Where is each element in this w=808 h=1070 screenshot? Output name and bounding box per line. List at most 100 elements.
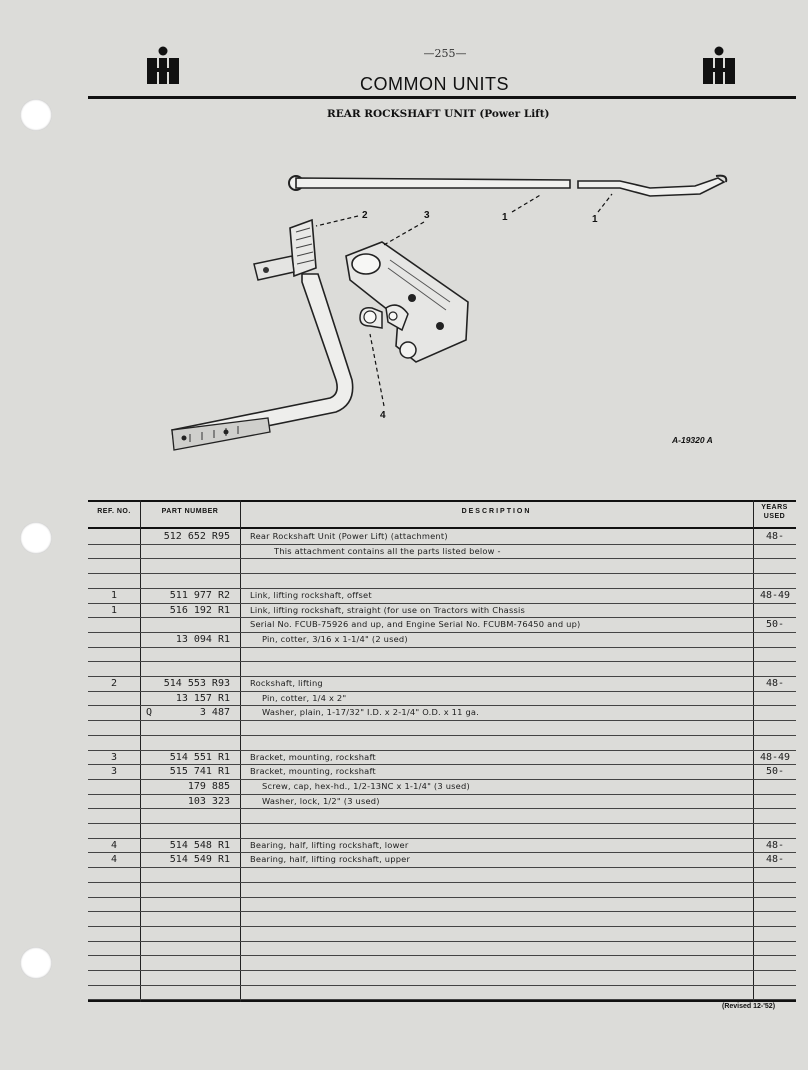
row-part-number: 3 487 bbox=[199, 707, 230, 719]
ih-logo-right-icon bbox=[703, 46, 735, 84]
row-rule bbox=[88, 925, 796, 927]
row-rule bbox=[88, 955, 796, 957]
row-ref-no: 4 bbox=[110, 854, 118, 866]
row-rule bbox=[88, 764, 796, 766]
row-years-used: 48- bbox=[765, 678, 785, 689]
row-part-number: 515 741 R1 bbox=[169, 766, 230, 778]
row-part-number: 516 192 R1 bbox=[169, 604, 230, 616]
row-rule bbox=[88, 852, 796, 854]
row-part-number: 511 977 R2 bbox=[169, 589, 230, 601]
row-description: This attachment contains all the parts l… bbox=[274, 545, 501, 556]
row-part-number: 13 094 R1 bbox=[175, 633, 230, 645]
row-rule bbox=[88, 602, 796, 604]
row-rule bbox=[88, 896, 796, 898]
row-rule bbox=[88, 867, 796, 869]
row-description: Washer, lock, 1/2" (3 used) bbox=[262, 795, 380, 806]
header-used: USED bbox=[763, 513, 786, 520]
row-ref-no: 3 bbox=[110, 766, 118, 778]
figure-reference: A-19320 A bbox=[672, 435, 713, 445]
callout-3: 3 bbox=[424, 210, 430, 221]
revision-note: (Revised 12-'52) bbox=[722, 1003, 776, 1010]
callout-2: 2 bbox=[362, 210, 368, 221]
row-rule bbox=[88, 661, 796, 663]
row-rule bbox=[88, 720, 796, 722]
row-description: Screw, cap, hex-hd., 1/2-13NC x 1-1/4" (… bbox=[262, 780, 470, 791]
row-years-used: 48-49 bbox=[759, 751, 791, 763]
row-years-used: 50- bbox=[765, 766, 785, 778]
row-part-number: 179 885 bbox=[187, 780, 230, 792]
row-rule bbox=[88, 543, 796, 545]
row-rule bbox=[88, 690, 796, 692]
row-part-number: 103 323 bbox=[187, 795, 230, 807]
row-rule bbox=[88, 793, 796, 795]
lifting-rockshaft bbox=[171, 218, 354, 451]
ih-logo-left-icon bbox=[147, 46, 179, 84]
row-rule bbox=[88, 823, 796, 824]
row-description: Serial No. FCUB-75926 and up, and Engine… bbox=[250, 619, 581, 630]
rockshaft-illustration: 1 1 2 3 4 bbox=[171, 174, 728, 451]
header-ref-no: REF. NO. bbox=[97, 508, 131, 515]
row-ref-no: 3 bbox=[110, 751, 118, 763]
row-rule bbox=[88, 778, 796, 780]
row-rule bbox=[88, 999, 796, 1001]
page-number: —255— bbox=[423, 47, 467, 60]
row-rule bbox=[88, 587, 796, 589]
row-ref-no: 1 bbox=[110, 604, 118, 616]
row-part-number: 514 549 R1 bbox=[169, 854, 230, 866]
row-description: Pin, cotter, 1/4 x 2" bbox=[262, 692, 347, 703]
row-description: Rockshaft, lifting bbox=[250, 678, 323, 688]
row-rule bbox=[88, 617, 796, 619]
row-description: Washer, plain, 1-17/32" I.D. x 2-1/4" O.… bbox=[262, 707, 480, 718]
callout-leaders bbox=[315, 193, 613, 407]
binder-hole-top bbox=[20, 99, 52, 131]
row-description: Bracket, mounting, rockshaft bbox=[250, 766, 376, 777]
row-rule bbox=[88, 970, 796, 971]
row-rule bbox=[88, 734, 796, 736]
row-ref-no: 2 bbox=[110, 678, 118, 689]
row-description: Rear Rockshaft Unit (Power Lift) (attach… bbox=[250, 531, 448, 541]
column-divider-ref bbox=[140, 500, 141, 1002]
header-description: DESCRIPTION bbox=[461, 508, 532, 515]
row-years-used: 48- bbox=[765, 531, 785, 542]
half-bearings bbox=[359, 304, 409, 332]
row-rule bbox=[88, 631, 796, 633]
row-years-used: 48-49 bbox=[759, 589, 791, 601]
row-part-number: 514 553 R93 bbox=[163, 678, 230, 689]
page-title: COMMON UNITS bbox=[360, 74, 509, 94]
row-description: Bearing, half, lifting rockshaft, lower bbox=[250, 839, 409, 850]
callout-4: 4 bbox=[380, 410, 386, 421]
table-top-rule bbox=[88, 500, 796, 502]
row-rule bbox=[88, 676, 796, 677]
row-rule bbox=[88, 749, 796, 751]
row-years-used: 48- bbox=[765, 854, 785, 866]
title-rule bbox=[88, 96, 796, 99]
table-header-rule bbox=[88, 527, 796, 529]
binder-hole-middle bbox=[20, 522, 52, 554]
row-years-used: 50- bbox=[765, 619, 785, 631]
column-divider-years bbox=[753, 500, 754, 1002]
row-part-number: 13 157 R1 bbox=[175, 692, 230, 704]
row-rule bbox=[88, 705, 796, 707]
row-rule bbox=[88, 911, 796, 913]
row-rule bbox=[88, 808, 796, 810]
header-years: YEARS bbox=[761, 504, 788, 511]
column-divider-part bbox=[240, 500, 241, 1002]
row-rule bbox=[88, 881, 796, 883]
row-rule bbox=[88, 837, 796, 839]
row-ref-no: 4 bbox=[110, 839, 118, 851]
row-part-number: 512 652 R95 bbox=[163, 531, 230, 542]
row-part-number: 514 551 R1 bbox=[169, 751, 230, 763]
row-description: Bearing, half, lifting rockshaft, upper bbox=[250, 854, 411, 865]
section-subtitle: REAR ROCKSHAFT UNIT (Power Lift) bbox=[327, 108, 550, 120]
header-part-number: PART NUMBER bbox=[161, 508, 219, 515]
row-description: Pin, cotter, 3/16 x 1-1/4" (2 used) bbox=[262, 633, 408, 644]
row-rule bbox=[88, 646, 796, 648]
mounting-bracket bbox=[345, 241, 469, 363]
row-rule bbox=[88, 940, 796, 942]
row-prefix: Q bbox=[146, 707, 153, 719]
row-description: Link, lifting rockshaft, offset bbox=[250, 589, 372, 600]
row-description: Link, lifting rockshaft, straight (for u… bbox=[250, 604, 526, 615]
table-bottom-rule bbox=[88, 1000, 796, 1002]
row-rule bbox=[88, 573, 796, 575]
